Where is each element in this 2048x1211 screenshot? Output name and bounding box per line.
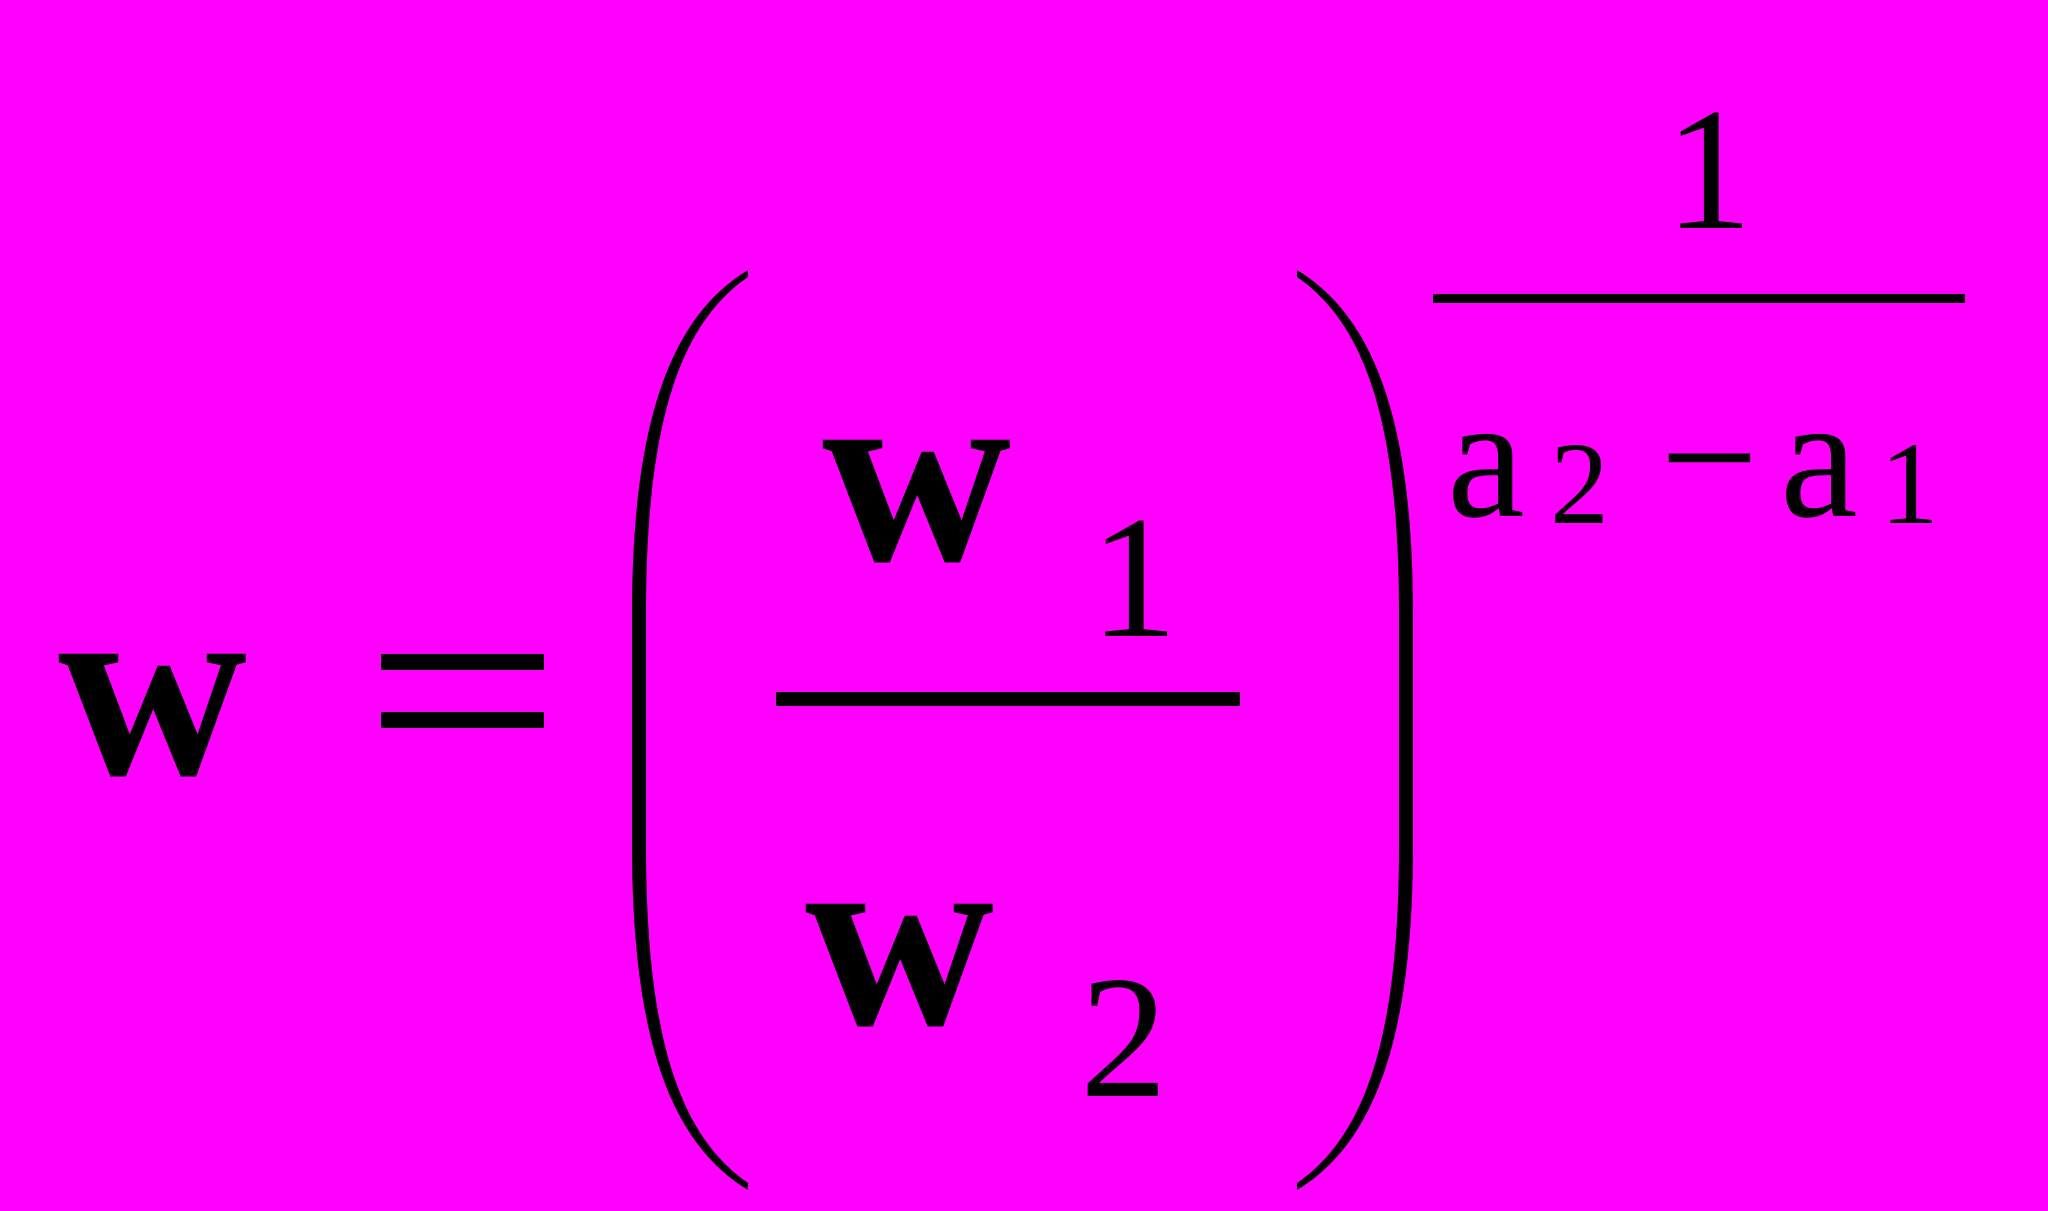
- lhs-variable: w: [58, 541, 248, 831]
- main-fraction-bar: [776, 692, 1240, 706]
- exponent-term2-variable: a: [1780, 360, 1858, 554]
- exponent-term2-subscript: 1: [1880, 418, 1939, 549]
- exponent-minus-sign: −: [1660, 360, 1759, 554]
- exponent-fraction-bar: [1433, 294, 1965, 303]
- equals-bar-bottom: [381, 712, 544, 728]
- exponent-term1-variable: a: [1447, 360, 1525, 554]
- equals-bar-top: [381, 654, 544, 670]
- equals-sign: =: [381, 654, 544, 728]
- denominator-subscript: 2: [1080, 940, 1168, 1134]
- numerator-variable: w: [822, 327, 1012, 617]
- denominator-variable: w: [805, 791, 995, 1081]
- right-parenthesis: [1297, 270, 1413, 1190]
- exponent-numerator: 1: [1665, 72, 1753, 266]
- numerator-subscript: 1: [1090, 480, 1178, 674]
- exponent-term1-subscript: 2: [1550, 418, 1609, 549]
- left-parenthesis: [632, 270, 748, 1190]
